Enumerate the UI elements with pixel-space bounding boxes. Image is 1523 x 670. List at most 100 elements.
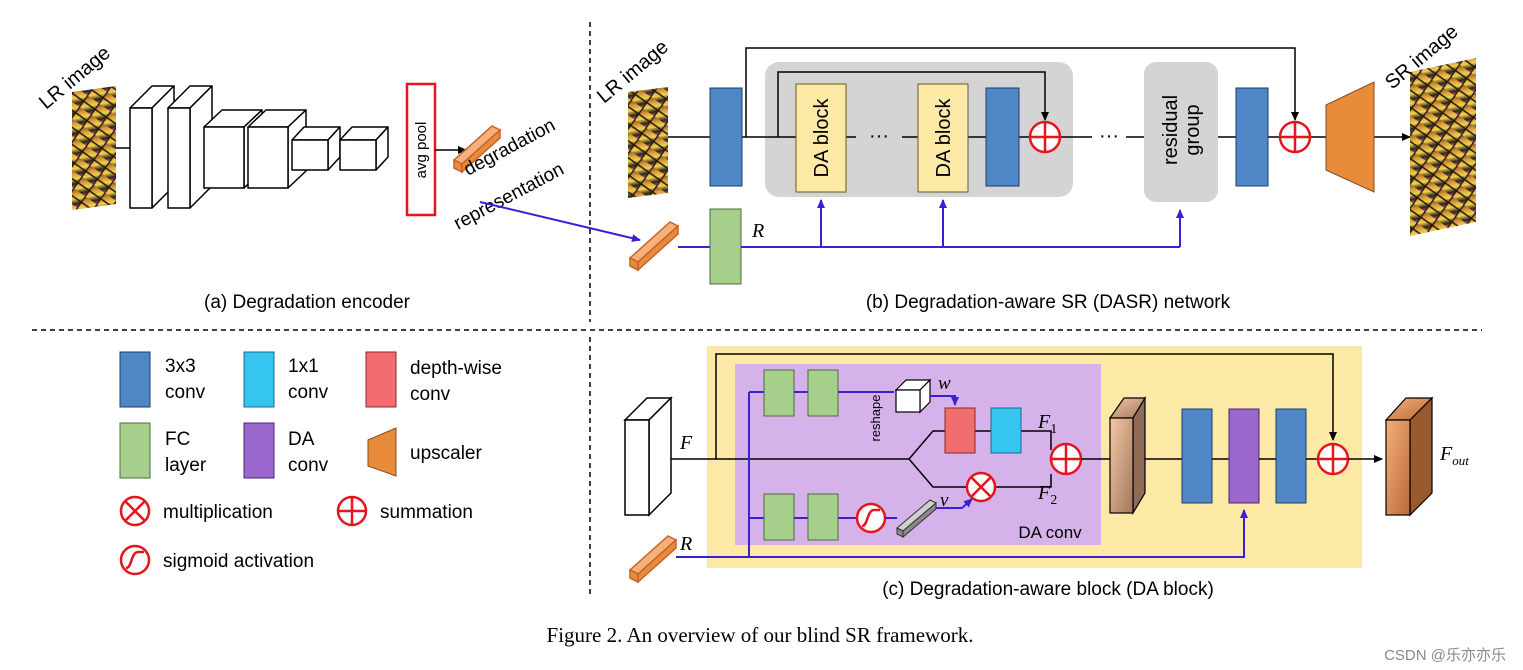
residual-group-label-line1: residual [1160,95,1182,165]
caption-a: (a) Degradation encoder [204,292,411,313]
dots-1: ··· [869,125,889,147]
residual-group-block [1144,62,1218,202]
panel-b-dasr-network: LR image ··· ··· DA block DA block res [593,21,1476,313]
da-block-1-label: DA block [811,98,833,178]
legend-swatch-conv1x1 [243,351,275,408]
output-feature-fout [1384,396,1434,517]
f2-label: F2 [1037,482,1057,508]
f-label: F [679,432,693,454]
fc-layer-top-2 [807,369,839,417]
da-block-2-label: DA block [933,98,955,178]
legend-conv3x3-line1: 3x3 [165,356,196,377]
da-conv-summation [1049,442,1083,476]
legend-fc-line1: FC [165,429,190,450]
lr-image-a [72,86,116,210]
legend-da-conv-line2: conv [288,455,329,476]
dots-2: ··· [1099,125,1119,147]
sigmoid-operator-c [855,502,887,534]
legend-conv1x1-line2: conv [288,382,329,403]
da-block-da-conv-2 [1228,408,1260,504]
da-block-1 [795,83,847,193]
legend-swatch-upscaler [367,427,397,477]
legend-fc-line2: layer [165,455,207,476]
conv3x3-head [709,87,743,187]
legend-swatch-fc [119,422,151,479]
multiplication-icon [119,495,151,527]
degradation-representation-bar-b [628,221,680,272]
encoder-block-1-front [129,107,153,209]
depthwise-conv-block [944,407,976,454]
legend-depthwise-line1: depth-wise [410,358,502,379]
r-label-c: R [679,533,692,555]
w-to-depthwise-arrow [930,395,959,406]
reshape-label: reshape [868,395,883,442]
caption-b: (b) Degradation-aware SR (DASR) network [866,292,1231,313]
summation-operator-2 [1278,120,1312,154]
conv1x1-block [990,407,1022,454]
avg-pool-box [405,82,437,217]
summation-operator-1 [1028,120,1062,154]
degradation-representation-bar-c [628,535,678,584]
summation-icon [336,495,368,527]
representation-transfer-arrow [479,201,641,243]
encoder-block-5-front [291,139,329,171]
v-label: v [940,490,949,511]
legend-multiplication-label: multiplication [163,502,273,523]
residual-group-label-line2: group [1182,104,1204,155]
upscaler-block [1325,81,1375,193]
legend-swatch-da-conv [243,422,275,479]
sigmoid-icon [119,544,151,576]
fc-layer-bottom-1 [763,493,795,541]
legend-swatch-depthwise [365,351,397,408]
caption-c: (c) Degradation-aware block (DA block) [882,579,1214,600]
legend-sigmoid-label: sigmoid activation [163,551,314,572]
da-block-2 [917,83,969,193]
global-skip-connection [745,47,1299,137]
figure-caption: Figure 2. An overview of our blind SR fr… [547,623,974,647]
f1-label: F1 [1037,411,1057,437]
da-block-summation [1316,442,1350,476]
da-block-conv3x3-1 [1181,408,1213,504]
intermediate-feature-block [1108,395,1147,516]
v-to-multiply-arrow [936,498,973,509]
avg-pool-label: avg pool [413,122,430,179]
da-conv-multiplication [965,471,997,503]
group-skip-connection [777,71,1049,137]
conv3x3-body-tail [1235,87,1269,187]
legend-depthwise-line2: conv [410,384,451,405]
legend-swatch-conv3x3 [119,351,151,408]
w-label: w [938,373,951,394]
kernel-w-cube [894,378,932,414]
da-conv-label: DA conv [1018,523,1082,542]
legend-conv3x3-line2: conv [165,382,206,403]
encoder-block-2-front [167,107,191,209]
encoder-conv-blocks [129,85,389,209]
legend: 3x3 conv 1x1 conv depth-wise conv FC lay… [119,351,502,576]
fc-layer-top-1 [763,369,795,417]
fc-layer-bottom-2 [807,493,839,541]
watermark: CSDN @乐亦亦乐 [1384,647,1506,664]
legend-upscaler-label: upscaler [410,443,482,464]
fc-layer-b [709,208,742,285]
lr-image-b [628,87,668,198]
branch-lower-in [908,458,967,488]
conv3x3-group-tail [985,87,1020,187]
r-label-b: R [751,220,764,242]
fout-label: Fout [1439,443,1469,468]
degradation-representation-bar-a [452,125,502,174]
panel-a-degradation-encoder: LR image [35,42,568,313]
legend-summation-label: summation [380,502,473,523]
input-feature-f [623,396,673,517]
encoder-block-4-front [247,126,289,189]
r-to-da-conv-2 [676,509,1248,558]
da-block-conv3x3-2 [1275,408,1307,504]
legend-da-conv-line1: DA [288,429,315,450]
panel-c-da-block: F F1 F2 reshape [623,346,1469,600]
encoder-block-3-front [203,126,245,189]
legend-conv1x1-line1: 1x1 [288,356,319,377]
sr-image [1410,58,1476,236]
encoder-block-6-front [339,139,377,171]
da-block-skip-connection [715,353,1337,459]
